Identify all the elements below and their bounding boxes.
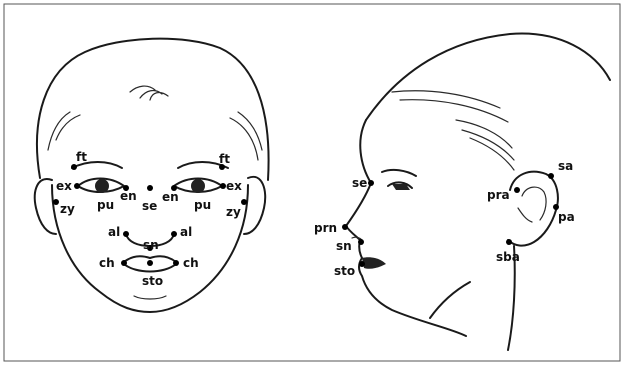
landmark-label-zy-left: zy (60, 202, 75, 216)
profile-eyebrow (382, 170, 416, 176)
landmark-label-ex-right: ex (226, 179, 242, 193)
landmark-label-pa: pa (558, 210, 575, 224)
frontal-landmark-labels: ft ft ex ex zy zy pu pu en en se al al s… (56, 150, 242, 288)
profile-landmark-dots (342, 173, 559, 267)
landmark-dot-pra (514, 187, 520, 193)
landmark-label-pra: pra (487, 188, 510, 202)
landmark-label-se-frontal: se (142, 199, 157, 213)
landmark-dot-zy-left (53, 199, 59, 205)
landmark-label-ch-right: ch (183, 256, 199, 270)
landmark-label-zy-right: zy (226, 205, 241, 219)
landmark-dot-ft-left (71, 164, 77, 170)
profile-lips (362, 257, 386, 269)
landmark-label-en-left: en (120, 189, 137, 203)
profile-face-outline (346, 120, 466, 336)
frontal-chin-line (134, 296, 166, 299)
landmark-dot-al-right (171, 231, 177, 237)
landmark-label-al-right: al (180, 225, 192, 239)
landmark-dot-al-left (123, 231, 129, 237)
landmark-dot-zy-right (241, 199, 247, 205)
landmark-dot-sba (506, 239, 512, 245)
landmark-label-ft-left: ft (76, 150, 87, 164)
landmark-dot-sto-profile (359, 261, 365, 267)
landmark-label-al-left: al (108, 225, 120, 239)
profile-hair-strands (392, 91, 514, 170)
landmark-label-ft-right: ft (219, 152, 230, 166)
profile-ear (508, 172, 558, 246)
landmark-label-sn-frontal: sn (143, 238, 159, 252)
landmark-dot-prn (342, 224, 348, 230)
landmark-label-pu-right: pu (194, 198, 211, 212)
frontal-left-iris (95, 179, 109, 193)
profile-head-outline (366, 34, 610, 120)
landmark-dot-ch-left (121, 260, 127, 266)
landmark-label-pu-left: pu (97, 198, 114, 212)
profile-ear-inner (518, 187, 546, 222)
landmark-dot-ex-left (74, 183, 80, 189)
landmark-label-ex-left: ex (56, 179, 72, 193)
landmark-label-sto-frontal: sto (142, 274, 163, 288)
frontal-right-iris (191, 179, 205, 193)
landmark-dot-se-frontal (147, 185, 153, 191)
landmark-dot-sto-frontal (147, 260, 153, 266)
landmark-dot-ch-right (173, 260, 179, 266)
landmark-dot-se-profile (368, 180, 374, 186)
landmark-label-se-profile: se (352, 176, 367, 190)
frontal-hair-strands (48, 86, 262, 160)
landmark-label-prn: prn (314, 221, 337, 235)
landmark-label-ch-left: ch (99, 256, 115, 270)
profile-face-drawing (346, 34, 610, 350)
landmark-label-sn-profile: sn (336, 239, 352, 253)
frontal-hair-outline (37, 39, 269, 180)
profile-jaw (430, 282, 470, 318)
landmark-label-sba: sba (496, 250, 520, 264)
landmark-label-sa: sa (558, 159, 573, 173)
profile-landmark-labels: se prn sn sto sa pra pa sba (314, 159, 575, 278)
landmark-dot-sa (548, 173, 554, 179)
frontal-face-drawing (35, 39, 269, 312)
landmark-label-en-right: en (162, 190, 179, 204)
landmark-label-sto-profile: sto (334, 264, 355, 278)
landmark-dot-sn-profile (358, 239, 364, 245)
